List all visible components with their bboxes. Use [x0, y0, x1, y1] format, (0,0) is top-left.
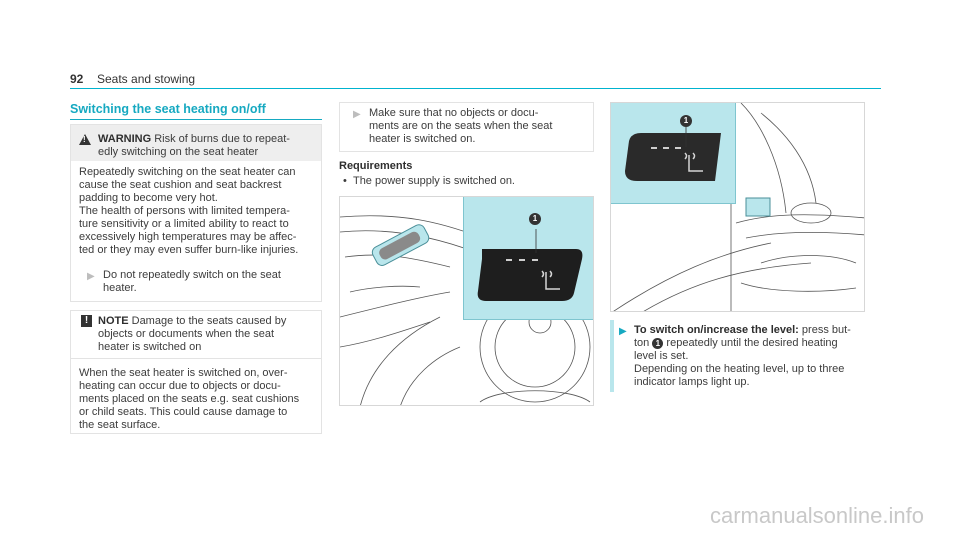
- middle-action-line: heater is switched on.: [369, 133, 476, 145]
- note-box: ! NOTE Damage to the seats caused by obj…: [70, 310, 322, 434]
- warning-action-line: heater.: [103, 282, 137, 294]
- warning-heading-area: [71, 125, 321, 161]
- zoom-inset: [611, 103, 736, 204]
- callout-1-marker: 1: [680, 115, 692, 127]
- instruction-line: indicator lamps light up.: [634, 376, 750, 388]
- instruction-bold: To switch on/increase the level:: [634, 324, 799, 336]
- warning-box: WARNING Risk of burns due to repeat- edl…: [70, 124, 322, 302]
- note-divider: [71, 358, 321, 359]
- warning-heading: WARNING Risk of burns due to repeat- edl…: [98, 133, 318, 159]
- section-title: Switching the seat heating on/off: [70, 102, 266, 116]
- note-body-line: heating can occur due to objects or docu…: [79, 380, 281, 392]
- warning-label: WARNING: [98, 133, 152, 145]
- note-heading-text: Damage to the seats caused by: [128, 315, 287, 327]
- note-body-line: ments placed on the seats e.g. seat cush…: [79, 393, 300, 405]
- warning-action: Do not repeatedly switch on the seat hea…: [103, 269, 313, 295]
- note-body-line: When the seat heater is switched on, ove…: [79, 367, 288, 379]
- watermark: carmanualsonline.info: [709, 503, 924, 528]
- callout-1-marker: 1: [529, 213, 541, 225]
- middle-action-line: Make sure that no objects or docu-: [369, 107, 539, 119]
- warning-body: Repeatedly switching on the seat heater …: [79, 166, 317, 257]
- note-body-line: the seat surface.: [79, 419, 161, 431]
- instruction-line: repeatedly until the desired heating: [666, 337, 838, 349]
- warning-body-line: ted or they may even suffer burn-like in…: [79, 244, 299, 256]
- callout-1-inline: 1: [652, 338, 664, 349]
- zoom-inset: [463, 197, 593, 320]
- note-heading-line: objects or documents when the seat: [98, 328, 275, 340]
- middle-action-line: ments are on the seats when the seat: [369, 120, 553, 132]
- page-number: 92: [70, 72, 84, 86]
- figure-door-panel: 1: [610, 102, 865, 312]
- instruction-line: level is set.: [634, 350, 689, 362]
- note-icon: !: [81, 315, 92, 327]
- warning-heading-text: Risk of burns due to repeat-: [151, 133, 290, 145]
- warning-body-line: ture sensitivity or a limited ability to…: [79, 218, 289, 230]
- warning-body-line: padding to become very hot.: [79, 192, 218, 204]
- figure-dashboard: 1: [339, 196, 594, 406]
- dashboard-illustration: [340, 215, 591, 405]
- note-heading-line: heater is switched on: [98, 341, 202, 353]
- seat-heater-button-zoom: [477, 229, 583, 301]
- warning-action-line: Do not repeatedly switch on the seat: [103, 269, 281, 281]
- instruction-text: press but-: [798, 324, 851, 336]
- bullet: •: [343, 175, 353, 187]
- note-label: NOTE: [98, 315, 129, 327]
- middle-action-box: ▶ Make sure that no objects or docu- men…: [339, 102, 594, 152]
- action-arrow-icon: ▶: [619, 326, 627, 337]
- warning-body-line: cause the seat cushion and seat backrest: [79, 179, 282, 191]
- action-arrow-icon: ▶: [353, 109, 361, 120]
- warning-icon: [79, 134, 91, 145]
- note-body-line: or child seats. This could cause damage …: [79, 406, 288, 418]
- header-rule: [70, 88, 881, 89]
- requirements-heading: Requirements: [339, 160, 413, 172]
- seat-heater-button-zoom: [625, 127, 721, 181]
- requirement-item: • The power supply is switched on.: [343, 175, 515, 188]
- instruction-accent-bar: [610, 320, 614, 392]
- note-body: When the seat heater is switched on, ove…: [79, 367, 319, 432]
- instruction-line: ton: [634, 337, 650, 349]
- warning-body-line: The health of persons with limited tempe…: [79, 205, 290, 217]
- right-instruction: To switch on/increase the level: press b…: [634, 324, 874, 389]
- warning-heading-line2: edly switching on the seat heater: [98, 146, 259, 158]
- note-heading: NOTE Damage to the seats caused by objec…: [98, 315, 320, 354]
- section-name: Seats and stowing: [97, 72, 196, 86]
- middle-action: Make sure that no objects or docu- ments…: [369, 107, 589, 146]
- requirement-text: The power supply is switched on.: [352, 175, 515, 187]
- warning-body-line: Repeatedly switching on the seat heater …: [79, 166, 296, 178]
- action-arrow-icon: ▶: [87, 271, 95, 282]
- instruction-line: Depending on the heating level, up to th…: [634, 363, 845, 375]
- warning-body-line: excessively high temperatures may be aff…: [79, 231, 297, 243]
- title-rule: [70, 119, 322, 120]
